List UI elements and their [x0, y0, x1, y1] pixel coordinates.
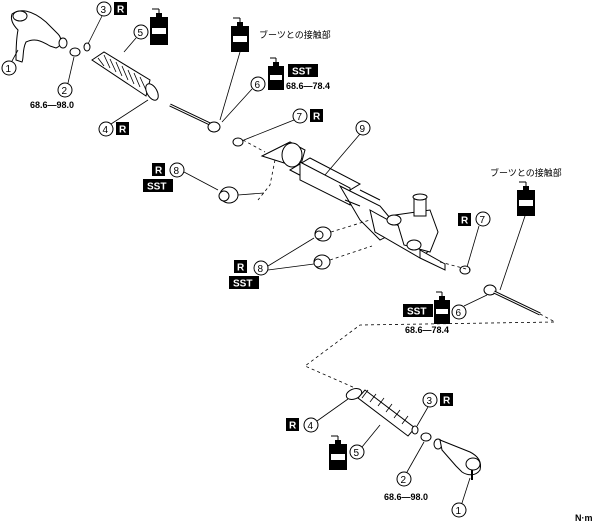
- grease-can-icon: [434, 291, 450, 324]
- grease-can-icon: [231, 17, 249, 52]
- replace-mark-3-left: [114, 2, 127, 15]
- sst-mark-top: [288, 64, 318, 77]
- replace-mark-7-right: [458, 213, 471, 226]
- svg-text:R: R: [313, 112, 321, 123]
- tie-rod-end-left: [11, 10, 68, 63]
- inner-tie-rod-left: [169, 103, 221, 133]
- torque-unit: N·m: [575, 513, 593, 523]
- replace-mark-8-lower: [234, 260, 247, 273]
- callout-2-circle: [57, 82, 73, 98]
- callout-2-label: 2: [62, 86, 68, 97]
- boot-contact-note-right: ブーツとの接触部: [490, 167, 562, 179]
- callout-7-label: 7: [297, 112, 303, 123]
- callout-8-label-left: 8: [174, 166, 180, 177]
- replace-mark-3-right: [440, 393, 453, 406]
- washer-right: [459, 265, 471, 275]
- washer-left: [232, 137, 244, 147]
- boot-clip-small-left: [83, 42, 91, 52]
- callout-5-circle-right: [349, 444, 365, 460]
- callout-8-circle-lower: [253, 260, 269, 276]
- inner-tie-rod-right: [483, 284, 541, 316]
- sst-mark-lower: [229, 276, 259, 289]
- svg-text:R: R: [119, 125, 127, 136]
- callout-4-circle: [98, 121, 114, 137]
- torque-spec-top: 68.6—78.4: [286, 81, 330, 91]
- callout-2-circle-right: [396, 471, 412, 487]
- callout-5-circle: [133, 24, 149, 40]
- replace-mark-7-top: [310, 109, 323, 122]
- callout-7-label-right: 7: [480, 215, 486, 226]
- lock-nut-right: [420, 432, 432, 442]
- callout-1-label: 1: [6, 64, 12, 75]
- callout-3-label-right: 3: [427, 396, 433, 407]
- replace-mark-8-left: [152, 163, 165, 176]
- replace-mark-4-right: [286, 418, 299, 431]
- callout-1-circle-right: [451, 502, 467, 518]
- svg-text:R: R: [155, 166, 163, 177]
- callout-4-label-right: 4: [308, 421, 314, 432]
- torque-spec-left: 68.6—98.0: [30, 100, 74, 110]
- svg-text:SST: SST: [292, 67, 311, 78]
- grease-can-icon: [517, 181, 535, 216]
- callout-6-circle-right: [451, 304, 467, 320]
- callout-1-circle: [1, 60, 17, 76]
- steering-boot-left: [91, 51, 151, 97]
- callout-7-circle-right: [475, 211, 491, 227]
- callout-9-circle: [355, 120, 371, 136]
- callout-4-label: 4: [103, 125, 109, 136]
- callout-5-label-right: 5: [354, 448, 360, 459]
- grease-can-icon: [329, 435, 347, 470]
- tie-rod-end-right: [433, 438, 481, 480]
- callout-7-circle: [292, 108, 308, 124]
- steering-gear-housing: [260, 141, 446, 271]
- callout-6-label: 6: [255, 80, 261, 91]
- replace-mark-4-left: [116, 122, 129, 135]
- callout-3-label: 3: [101, 5, 107, 16]
- svg-text:R: R: [237, 263, 245, 274]
- svg-text:SST: SST: [407, 307, 426, 318]
- callout-3-circle-right: [422, 392, 438, 408]
- callout-4-circle-right: [303, 417, 319, 433]
- mount-bushing-lower-1: [314, 226, 332, 242]
- callout-3-circle: [96, 1, 112, 17]
- boot-clip-small-right: [411, 425, 419, 435]
- svg-text:R: R: [117, 5, 125, 16]
- mount-bushing-left: [218, 186, 239, 204]
- boot-contact-note-top: ブーツとの接触部: [259, 29, 331, 41]
- boot-clamp-left: [145, 83, 159, 101]
- callout-6-circle: [250, 76, 266, 92]
- callout-2-label-right: 2: [401, 475, 407, 486]
- sst-mark-right: [403, 304, 433, 317]
- callout-5-label: 5: [138, 28, 144, 39]
- callout-8-circle-left: [169, 162, 185, 178]
- sst-mark-left: [143, 179, 173, 192]
- lock-nut-left: [69, 47, 81, 57]
- svg-text:SST: SST: [233, 279, 252, 290]
- connection-guide-lines: [304, 313, 556, 389]
- svg-text:R: R: [443, 396, 451, 407]
- callout-8-label-lower: 8: [258, 264, 264, 275]
- callout-9-label: 9: [360, 124, 366, 135]
- callout-1-label-right: 1: [456, 506, 462, 517]
- svg-text:R: R: [289, 421, 297, 432]
- torque-spec-right: 68.6—78.4: [405, 325, 449, 335]
- steering-boot-right: [357, 389, 416, 437]
- callout-6-label-right: 6: [456, 308, 462, 319]
- boot-clamp-right: [345, 388, 363, 400]
- torque-spec-bottom: 68.6—98.0: [384, 492, 428, 502]
- svg-text:R: R: [461, 216, 469, 227]
- svg-text:SST: SST: [147, 182, 166, 193]
- grease-can-icon: [268, 57, 284, 90]
- grease-can-icon: [150, 8, 168, 45]
- mount-bushing-lower-2: [313, 254, 331, 270]
